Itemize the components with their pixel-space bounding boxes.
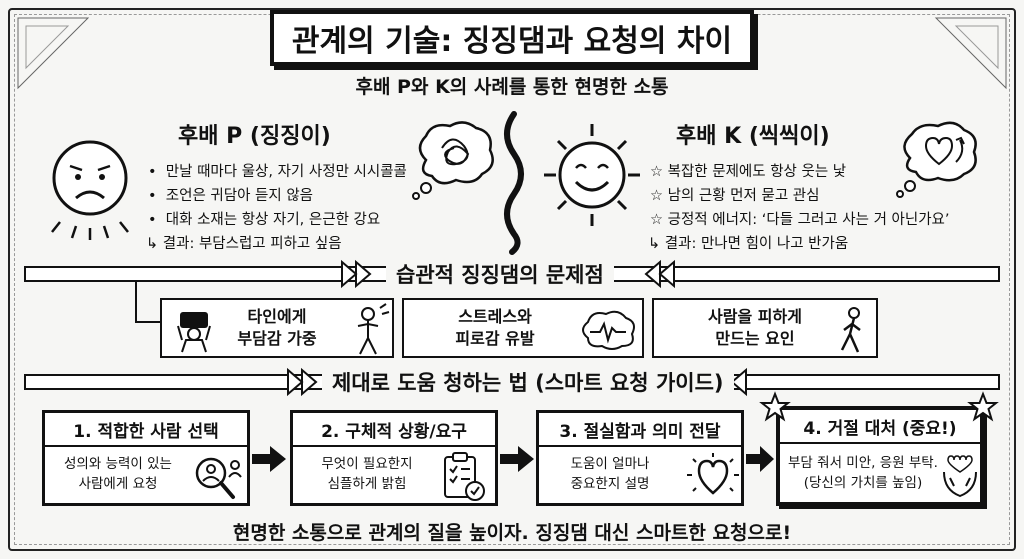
search-person-icon [195,457,242,499]
right-heading: 후배 K (씩씩이) [676,124,830,149]
band-arrow-right-icon [341,259,372,289]
return-arrow-icon: ↳ [648,236,665,252]
left-heading: 후배 P (징징이) [178,124,331,149]
corner-decoration-tl [17,17,90,90]
sun-icon [544,124,640,226]
left-item-3: • 대화 소재는 항상 자기, 은근한 강요 [148,212,381,228]
stressed-person-icon [357,303,390,355]
open-hands-icon [943,455,977,498]
guide-step-4: 4. 거절 대처 (중요!) 부담 줘서 미안, 응원 부탁.(당신의 가치를 … [776,406,984,506]
tangled-thought-icon [412,121,494,200]
corner-decoration-tr [934,17,1007,90]
return-arrow-icon: ↳ [146,236,163,252]
right-item-2: ☆ 남의 근황 먼저 묻고 관심 [650,188,820,204]
problems-connector [135,282,166,323]
step-arrow-icon [252,446,286,472]
left-item-1: • 만날 때마다 울상, 자기 사정만 시시콜콜 [148,164,407,180]
right-item-3: ☆ 긍정적 에너지: ‘다들 그러고 사는 거 아닌가요’ [650,212,950,228]
outer-frame [8,8,1016,551]
right-result: ↳ 결과: 만나면 힘이 나고 반가움 [648,236,849,252]
step-title-2: 2. 구체적 상황/요구 [293,413,495,447]
star-icon: ☆ [650,164,668,180]
star-icon [759,391,791,422]
star-icon: ☆ [650,188,668,204]
heart-up-icon [896,121,977,198]
step-title-4: 4. 거절 대처 (중요!) [780,410,980,444]
divider-squiggle [504,111,524,255]
band-arrow-right-icon [287,367,318,397]
burden-icon [177,312,211,353]
problems-heading: 습관적 징징댐의 문제점 [386,259,614,289]
step-title-3: 3. 절실함과 의미 전달 [539,413,741,447]
checklist-icon [444,452,485,501]
sad-face-icon [51,140,129,240]
walking-person-icon [840,307,861,353]
left-result: ↳ 결과: 부담스럽고 피하고 싶음 [146,236,342,252]
page-title: 관계의 기술: 징징댐과 요청의 차이 [270,10,754,66]
guide-heading: 제대로 도움 청하는 법 (스마트 요청 가이드) [322,367,734,397]
step-title-1: 1. 적합한 사람 선택 [45,413,247,447]
star-icon [967,391,999,422]
page-subtitle: 후배 P와 K의 사례를 통한 현명한 소통 [355,76,669,98]
step-arrow-icon [746,446,774,472]
footer-message: 현명한 소통으로 관계의 질을 높이자. 징징댐 대신 스마트한 요청으로! [232,522,792,544]
star-icon: ☆ [650,212,668,228]
glowing-heart-icon [687,453,739,495]
left-item-2: • 조언은 귀담아 듣지 않음 [148,188,314,204]
band-arrow-left-icon [644,259,675,289]
step-arrow-icon [500,446,534,472]
right-item-1: ☆ 복잡한 문제에도 항상 웃는 낯 [650,164,847,180]
stress-cloud-icon [582,310,635,350]
step-desc-4: 부담 줘서 미안, 응원 부탁.(당신의 가치를 높임) [788,455,938,491]
